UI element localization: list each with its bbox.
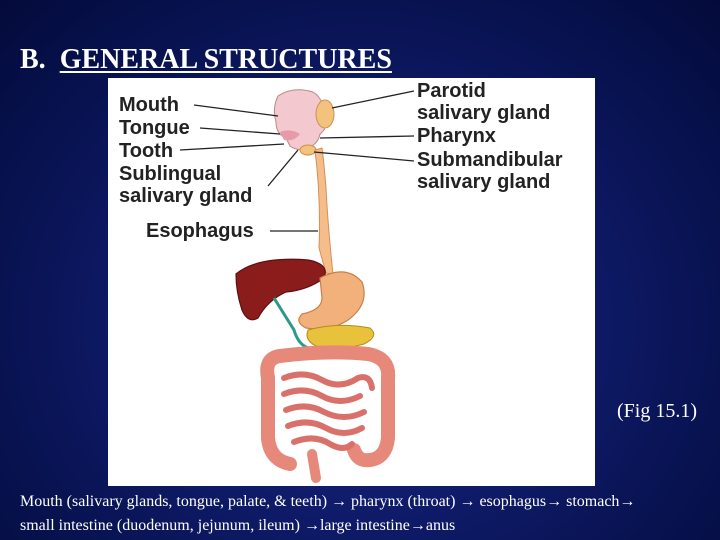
label-submandibular-2: salivary gland	[417, 171, 551, 193]
label-esophagus: Esophagus	[146, 220, 254, 242]
label-sublingual-1: Sublingual	[119, 163, 222, 185]
label-parotid-2: salivary gland	[417, 102, 551, 124]
figure-reference: (Fig 15.1)	[617, 400, 697, 422]
digestive-system-illustration	[179, 89, 415, 483]
label-tongue: Tongue	[119, 117, 190, 139]
caption-line-1: Mouth (salivary glands, tongue, palate, …	[20, 493, 636, 510]
title-prefix: B.	[20, 44, 46, 75]
label-sublingual-2: salivary gland	[119, 185, 253, 207]
label-mouth: Mouth	[119, 94, 179, 116]
label-submandibular-1: Submandibular	[417, 149, 563, 171]
slide-title: B. GENERAL STRUCTURES	[20, 44, 392, 76]
caption-line-2: small intestine (duodenum, jejunum, ileu…	[20, 517, 456, 534]
label-parotid-1: Parotid	[417, 80, 486, 102]
slide-caption: Mouth (salivary glands, tongue, palate, …	[20, 490, 710, 538]
title-text: GENERAL STRUCTURES	[59, 44, 392, 75]
label-pharynx: Pharynx	[417, 125, 496, 147]
digestive-system-figure: Mouth Tongue Tooth Sublingual salivary g…	[108, 78, 595, 486]
label-tooth: Tooth	[119, 140, 174, 162]
